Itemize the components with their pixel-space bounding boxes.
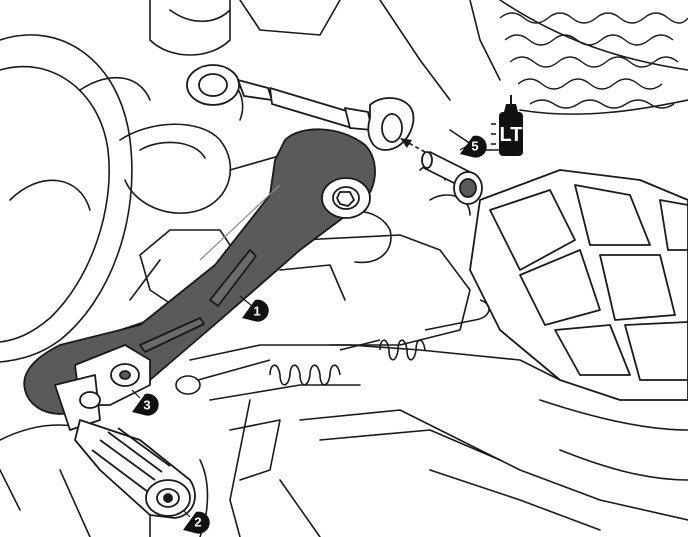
threadlocker-bottle-icon: LT — [491, 95, 523, 156]
callout-5-label: 5 — [471, 139, 478, 154]
linkage-rod — [186, 64, 415, 151]
return-spring — [175, 299, 490, 395]
callout-1-label: 1 — [253, 304, 260, 319]
callout-3-label: 3 — [143, 398, 150, 413]
pivot-bolt — [421, 151, 483, 205]
callout-1: 1 — [239, 295, 269, 322]
callout-2-label: 2 — [194, 515, 201, 530]
footpeg — [469, 169, 688, 401]
shift-pedal — [54, 344, 196, 519]
assembly-direction-arrow — [400, 138, 426, 153]
tire-tread-lineart — [499, 12, 688, 109]
callout-5: 5 — [459, 135, 487, 158]
callout-2: 2 — [182, 509, 210, 534]
callout-3: 3 — [131, 389, 159, 416]
threadlocker-label: LT — [500, 124, 523, 146]
